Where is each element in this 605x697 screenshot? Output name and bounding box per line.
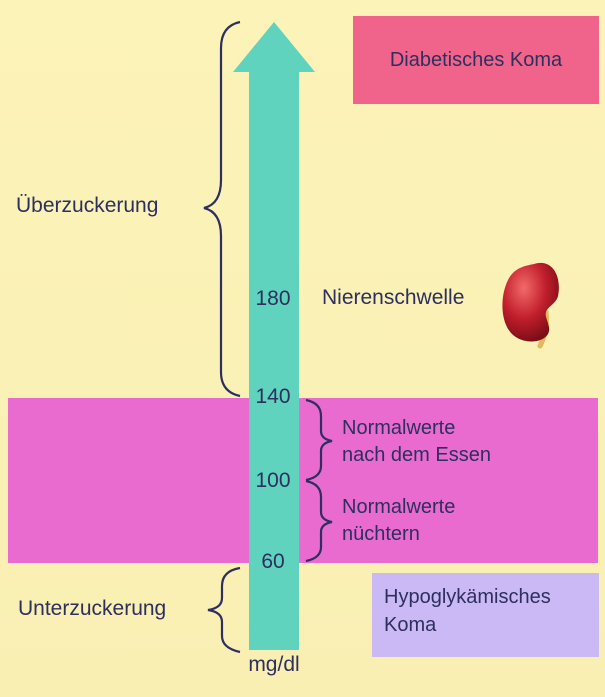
kidney-threshold-label: Nierenschwelle xyxy=(322,286,464,310)
normal-fasting-label: Normalwerte nüchtern xyxy=(342,494,455,548)
hyperglycemia-label: Überzuckerung xyxy=(16,194,158,218)
scale-value-100: 100 xyxy=(238,469,308,493)
normal-after-meal-label: Normalwerte nach dem Essen xyxy=(342,415,491,469)
unit-label: mg/dl xyxy=(226,653,322,677)
normal-after-meal-line1: Normalwerte xyxy=(342,415,491,442)
hypoglycemia-label: Unterzuckerung xyxy=(18,597,166,621)
normal-after-meal-brace xyxy=(306,400,332,480)
normal-fasting-line2: nüchtern xyxy=(342,521,455,548)
scale-value-140: 140 xyxy=(238,385,308,409)
kidney-icon xyxy=(502,263,558,346)
hyperglycemia-brace xyxy=(204,22,240,396)
normal-fasting-brace xyxy=(306,481,332,561)
normal-fasting-line1: Normalwerte xyxy=(342,494,455,521)
scale-value-180: 180 xyxy=(238,287,308,311)
scale-value-60: 60 xyxy=(238,550,308,574)
hypoglycemia-brace xyxy=(208,568,240,652)
normal-after-meal-line2: nach dem Essen xyxy=(342,442,491,469)
